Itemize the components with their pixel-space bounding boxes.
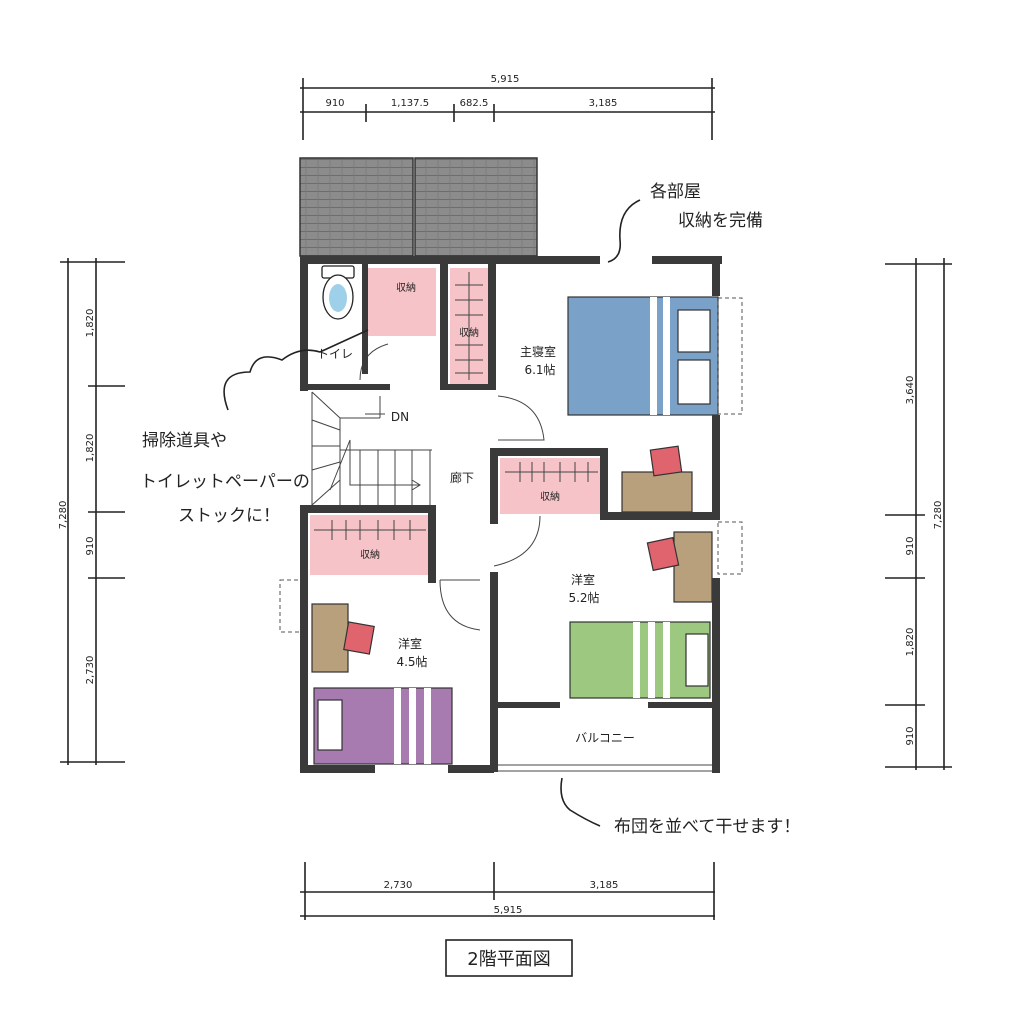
top-dim-seg-2: 1,137.5	[391, 98, 429, 109]
stair-down-label: DN	[391, 410, 409, 424]
left-dim-seg-1: 1,820	[85, 309, 96, 338]
top-dim-seg-1: 910	[325, 98, 344, 109]
bottom-dim-total: 5,915	[494, 905, 523, 916]
room-label-western-left: 洋室	[398, 636, 422, 651]
chair-left-room	[343, 621, 375, 655]
storage-top-left	[364, 268, 436, 336]
note-left-line2: トイレットペーパーの	[140, 472, 310, 492]
desk-right-room	[673, 531, 713, 603]
left-dim-seg-2: 1,820	[85, 434, 96, 463]
storage-hall-right	[500, 458, 603, 514]
callout-left-bubble	[223, 329, 369, 411]
note-top-line2: 収納を完備	[678, 211, 763, 231]
top-dimension-lines	[300, 78, 715, 140]
bottom-dim-seg-1: 2,730	[384, 880, 413, 891]
hanger-marks	[314, 272, 598, 540]
callout-bottom-leader	[560, 777, 601, 827]
storage-left-room	[310, 515, 430, 575]
bottom-dimension-lines	[300, 862, 715, 920]
right-dim-total: 7,280	[933, 501, 944, 530]
callout-top-leader	[607, 199, 641, 263]
room-label-hallway: 廊下	[450, 470, 474, 485]
room-label-western-right: 洋室	[571, 572, 595, 587]
desk-master	[621, 471, 693, 513]
room-label-toilet: トイレ	[317, 347, 353, 361]
staircase	[311, 391, 432, 506]
top-dim-seg-4: 3,185	[589, 98, 618, 109]
chair-right-room	[646, 536, 680, 572]
left-room-bed	[313, 687, 453, 765]
storage-label-top-left: 収納	[396, 281, 416, 294]
storage-label-top-middle: 収納	[459, 326, 479, 339]
top-dim-seg-3: 682.5	[460, 98, 489, 109]
roof-right	[414, 157, 538, 257]
right-dim-seg-3: 1,820	[905, 628, 916, 657]
left-dimension-lines	[60, 258, 125, 765]
walls	[300, 256, 722, 773]
room-size-western-right: 5.2帖	[568, 590, 599, 605]
right-dim-seg-2: 910	[905, 536, 916, 555]
note-bottom: 布団を並べて干せます！	[614, 817, 800, 837]
master-bed	[567, 296, 719, 416]
right-dim-seg-4: 910	[905, 726, 916, 745]
left-dim-total: 7,280	[58, 501, 69, 530]
room-size-western-left: 4.5帖	[396, 654, 427, 669]
left-dim-seg-4: 2,730	[85, 656, 96, 685]
right-dimension-lines	[885, 258, 952, 770]
left-dim-seg-3: 910	[85, 536, 96, 555]
room-label-balcony: バルコニー	[575, 731, 635, 745]
right-dim-seg-1: 3,640	[905, 376, 916, 405]
note-left-line1: 掃除道具や	[142, 431, 227, 451]
room-label-master: 主寝室	[520, 344, 556, 359]
storage-label-left-room: 収納	[360, 548, 380, 561]
desk-left-room	[311, 603, 349, 673]
room-size-master: 6.1帖	[524, 362, 555, 377]
window-left-room	[279, 579, 303, 633]
window-master	[717, 297, 743, 415]
roof-left	[299, 157, 414, 257]
title-box	[445, 939, 573, 977]
chair-master	[649, 445, 683, 477]
top-dim-total: 5,915	[491, 74, 520, 85]
plan-title: 2階平面図	[467, 949, 550, 970]
right-room-bed	[569, 621, 711, 699]
note-top-line1: 各部屋	[650, 182, 701, 202]
window-right-room	[717, 521, 743, 575]
note-left-line3: ストックに！	[178, 506, 280, 526]
storage-label-hall: 収納	[540, 490, 560, 503]
toilet-icon	[321, 265, 355, 320]
bottom-dim-seg-2: 3,185	[590, 880, 619, 891]
